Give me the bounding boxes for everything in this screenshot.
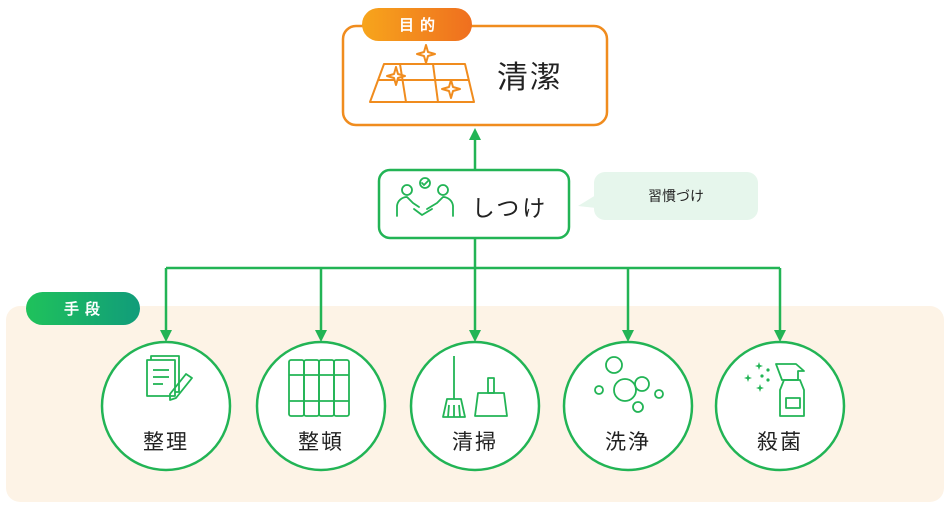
bubbles-icon <box>594 356 664 413</box>
means-item-4: 洗浄 <box>562 340 694 472</box>
means-item-1: 整理 <box>100 340 232 472</box>
means-badge: 手段 <box>26 292 140 325</box>
spray-bottle-icon <box>744 362 805 417</box>
arrow-to-purpose <box>469 128 481 140</box>
means-item-1-label: 整理 <box>143 430 189 454</box>
means-item-3-label: 清掃 <box>452 430 498 454</box>
means-badge-label: 手段 <box>64 300 106 318</box>
purpose-badge: 目的 <box>362 8 472 41</box>
purpose-box: 清潔 <box>341 24 609 127</box>
discipline-label: しつけ <box>472 196 549 222</box>
purpose-badge-label: 目的 <box>399 16 441 34</box>
means-item-5-label: 殺菌 <box>757 430 803 454</box>
means-item-2-label: 整頓 <box>298 430 344 454</box>
means-item-3: 清掃 <box>409 340 541 472</box>
means-item-5: 殺菌 <box>714 340 846 472</box>
binders-icon <box>288 359 350 417</box>
discipline-box: しつけ <box>377 168 571 240</box>
arrow-to-item-1 <box>160 330 172 342</box>
map-sparkle-icon <box>369 44 475 103</box>
note-bubble: 習慣づけ <box>578 172 758 220</box>
means-item-4-label: 洗浄 <box>605 430 651 454</box>
arrow-to-item-4 <box>622 330 634 342</box>
arrow-to-item-5 <box>774 330 786 342</box>
handshake-icon <box>396 177 454 217</box>
broom-dustpan-icon <box>442 356 508 418</box>
note-label: 習慣づけ <box>648 188 704 205</box>
arrow-to-item-2 <box>315 330 327 342</box>
means-item-2: 整頓 <box>255 340 387 472</box>
connectors <box>160 128 786 342</box>
document-pen-icon <box>146 355 193 401</box>
purpose-label: 清潔 <box>497 60 563 96</box>
arrow-to-item-3 <box>469 330 481 342</box>
